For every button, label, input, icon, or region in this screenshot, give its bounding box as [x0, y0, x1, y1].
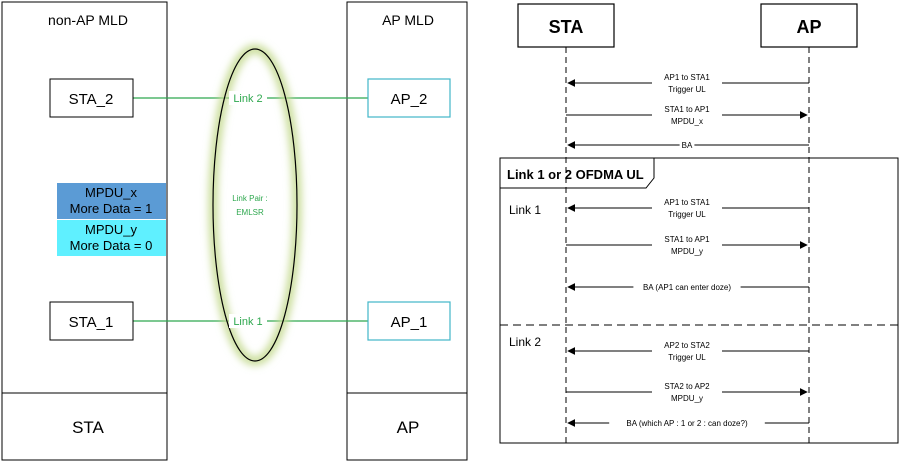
- sta-header-label: STA: [549, 17, 584, 37]
- message-label: AP1 to STA1: [664, 73, 710, 82]
- ofdma-ul-frame: Link 1 or 2 OFDMA UL Link 1 Link 2: [499, 157, 899, 444]
- link1-label: Link 1: [233, 316, 262, 328]
- message-sublabel: MPDU_y: [671, 247, 703, 256]
- message-sublabel: Trigger UL: [668, 85, 706, 94]
- sta2-label: STA_2: [69, 91, 114, 108]
- ap2-label: AP_2: [391, 91, 428, 108]
- message-label: BA (which AP : 1 or 2 : can doze?): [626, 419, 748, 428]
- link-pair-ellipse: [208, 44, 302, 366]
- non-ap-mld-title: non-AP MLD: [48, 12, 128, 28]
- ap-lifeline-header: AP: [760, 3, 858, 48]
- message-label: STA1 to AP1: [664, 235, 710, 244]
- link2-section-label: Link 2: [509, 335, 541, 349]
- mpdu-x-box: MPDU_x More Data = 1: [57, 183, 166, 219]
- message-label: AP1 to STA1: [664, 198, 710, 207]
- link2-label: Link 2: [233, 93, 262, 105]
- ap-header-label: AP: [796, 17, 821, 37]
- sta1-box: STA_1: [49, 301, 134, 341]
- mpdu-y-label: MPDU_y: [85, 222, 138, 237]
- sequence-message: BA (AP1 can enter doze): [567, 282, 809, 292]
- sequence-message: BA: [567, 140, 809, 150]
- ap1-box: AP_1: [367, 301, 451, 341]
- mpdu-y-more-data: More Data = 0: [70, 238, 153, 253]
- link-pair-mode: EMLSR: [236, 208, 264, 217]
- message-label: BA (AP1 can enter doze): [643, 283, 731, 292]
- ap1-label: AP_1: [391, 314, 428, 331]
- mpdu-x-more-data: More Data = 1: [70, 201, 153, 216]
- sta-footer-label: STA: [72, 418, 104, 437]
- message-label: AP2 to STA2: [664, 341, 710, 350]
- message-label: STA2 to AP2: [664, 382, 710, 391]
- ap-mld-title: AP MLD: [382, 12, 434, 28]
- sta1-label: STA_1: [69, 314, 114, 331]
- message-sublabel: MPDU_x: [671, 117, 703, 126]
- link-pair-label: Link Pair :: [232, 194, 268, 203]
- sequence-message: BA (which AP : 1 or 2 : can doze?): [567, 418, 809, 428]
- ap2-box: AP_2: [367, 78, 451, 118]
- message-sublabel: Trigger UL: [668, 353, 706, 362]
- ap-mld-panel: AP MLD AP: [346, 1, 468, 461]
- ap-footer-label: AP: [397, 418, 420, 437]
- message-sublabel: MPDU_y: [671, 394, 703, 403]
- message-label: STA1 to AP1: [664, 105, 710, 114]
- sta-lifeline-header: STA: [517, 3, 615, 48]
- mpdu-x-label: MPDU_x: [85, 185, 138, 200]
- message-label: BA: [682, 141, 693, 150]
- link1-section-label: Link 1: [509, 203, 541, 217]
- sta2-box: STA_2: [49, 78, 134, 118]
- mpdu-y-box: MPDU_y More Data = 0: [57, 220, 166, 256]
- message-sublabel: Trigger UL: [668, 210, 706, 219]
- ofdma-frame-title: Link 1 or 2 OFDMA UL: [507, 167, 644, 182]
